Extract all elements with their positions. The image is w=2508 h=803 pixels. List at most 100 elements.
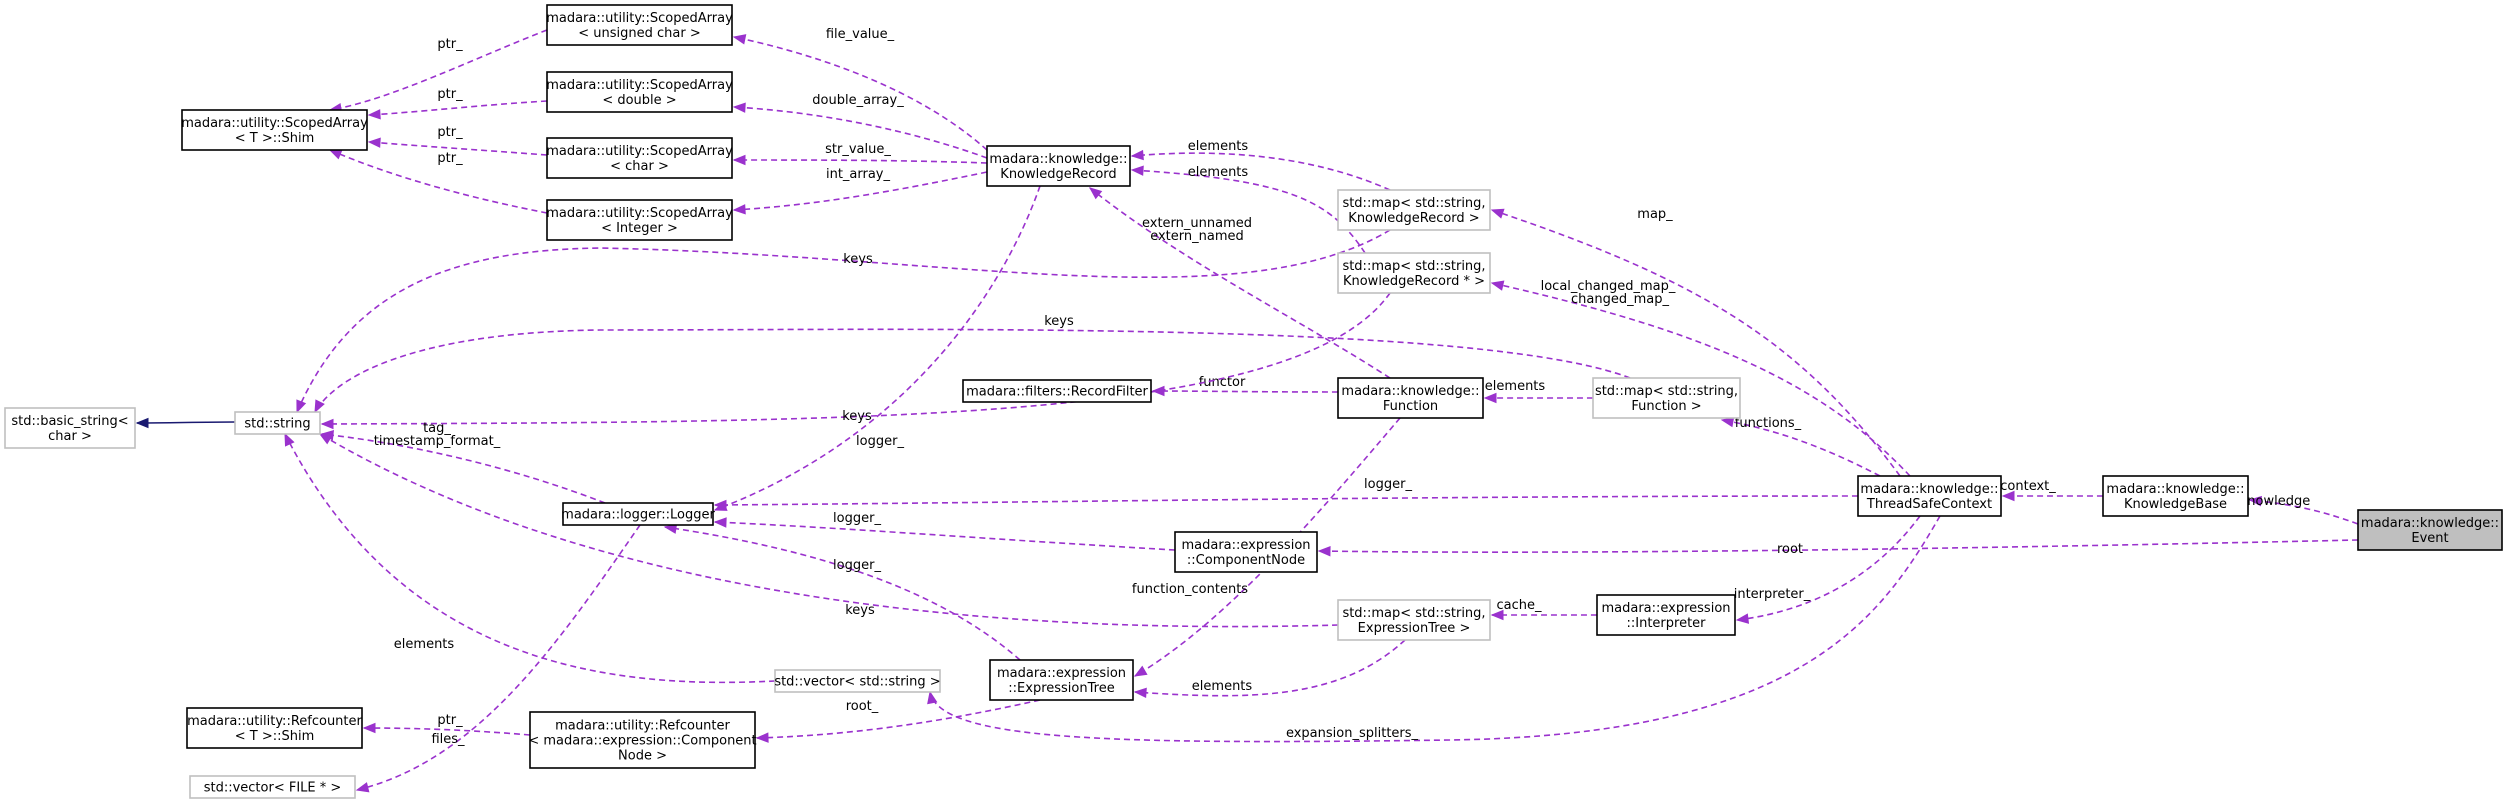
node-sa-integer[interactable]: madara::utility::ScopedArray< Integer > [546,199,733,241]
node-interpreter[interactable]: madara::expression::Interpreter [1596,594,1736,636]
edge-label: elements [1188,165,1249,180]
edge-label: functions_ [1735,416,1802,431]
node-vector-string: std::vector< std::string > [774,669,941,693]
node-label: madara::expression [997,666,1126,681]
node-sa-shim[interactable]: madara::utility::ScopedArray< T >::Shim [181,109,368,151]
node-label: madara::knowledge:: [2361,516,2499,531]
node-refcounter-shim[interactable]: madara::utility::Refcounter< T >::Shim [186,707,363,749]
node-component-node[interactable]: madara::expression::ComponentNode [1174,531,1318,573]
edge-label: interpreter_ [1734,587,1811,602]
node-label: KnowledgeRecord * > [1343,274,1485,289]
edge-label: keys [845,603,875,618]
node-refcounter-cn[interactable]: madara::utility::Refcounter< madara::exp… [528,711,757,769]
edge-map: map_ [1490,207,1901,477]
node-label: std::vector< std::string > [774,675,940,690]
node-sa-uchar[interactable]: madara::utility::ScopedArray< unsigned c… [546,4,733,46]
node-sa-double[interactable]: madara::utility::ScopedArray< double > [546,71,733,113]
edge-keys-et: keys [318,433,1339,628]
edge-elements-et: elements [1133,639,1406,699]
node-knowledge-base[interactable]: madara::knowledge::KnowledgeBase [2102,475,2249,517]
edge-label: keys [842,409,872,424]
edge-logger-kr: logger_ [713,185,1041,511]
node-label: Function [1383,399,1438,414]
node-map-expr-tree: std::map< std::string,ExpressionTree > [1337,599,1491,641]
node-sa-char[interactable]: madara::utility::ScopedArray< char > [546,137,733,179]
node-label: madara::knowledge:: [1860,482,1998,497]
edge-ptr-double: ptr_ [367,87,548,120]
node-record-filter[interactable]: madara::filters::RecordFilter [962,379,1152,403]
edge-label: files_ [431,732,465,747]
edge-label: context_ [2000,479,2056,494]
node-label: madara::logger::Logger [561,508,715,523]
edge-label: elements [1192,679,1253,694]
node-label: KnowledgeBase [2124,497,2227,512]
node-event[interactable]: madara::knowledge::Event [2357,509,2503,551]
edge-root: root [1317,539,2359,557]
edge-label: elements [1188,139,1249,154]
edge-tag: tag_timestamp_format_ [320,421,606,504]
node-label: madara::utility::Refcounter [555,719,730,734]
node-label: char > [48,429,92,444]
edge-label: local_changed_map_ [1541,279,1676,294]
node-thread-safe-context[interactable]: madara::knowledge::ThreadSafeContext [1857,475,2002,517]
node-function[interactable]: madara::knowledge::Function [1337,377,1484,419]
node-label: ::Interpreter [1626,616,1706,631]
node-label: < char > [610,159,669,174]
edge-knowledge: knowledge [2240,494,2359,525]
node-label: madara::utility::ScopedArray [546,78,733,93]
edge-int-array: int_array_ [732,167,988,215]
edge-label: logger_ [833,558,881,573]
edge-context: context_ [2000,479,2103,502]
node-label: madara::expression [1181,538,1310,553]
node-label: < Integer > [601,221,678,236]
edge-label: knowledge [2240,494,2310,509]
node-label: madara::utility::ScopedArray [546,144,733,159]
node-label: madara::utility::ScopedArray [546,11,733,26]
edge-label: timestamp_format_ [374,434,501,449]
node-label: ExpressionTree > [1358,621,1471,636]
edge-label: int_array_ [826,167,891,182]
edge-label: map_ [1637,207,1673,222]
edge-local-changed-map: local_changed_map_changed_map_ [1490,279,1911,477]
edge-label: root_ [846,699,879,714]
edge-elements-vs: elements [284,432,776,684]
edge-label: changed_map_ [1571,292,1669,307]
node-label: < madara::expression::Component [528,734,756,749]
edge-keys-krp: keys [320,292,1391,430]
edge-label: ptr_ [437,151,463,166]
node-expression-tree[interactable]: madara::expression::ExpressionTree [989,659,1134,701]
edge-label: root [1777,542,1803,557]
edge-elements-krp: elements [1130,165,1366,254]
edge-ptr-char: ptr_ [367,125,548,156]
edge-label: extern_unnamed [1142,216,1252,231]
node-label: ::ExpressionTree [1008,681,1114,696]
edge-functor: functor [1151,375,1339,397]
diagram-edges: knowledge context_root map_ local_changed_m… [135,27,2359,793]
diagram-nodes: madara::knowledge::Eventmadara::knowledg… [4,4,2503,799]
node-label: std::vector< FILE * > [204,781,342,796]
node-knowledge-record[interactable]: madara::knowledge::KnowledgeRecord [986,145,1131,187]
edge-label: ptr_ [437,713,463,728]
edge-label: elements [394,637,455,652]
edge-file-value: file_value_ [732,27,988,151]
edge-label: functor [1199,375,1246,390]
edge-expansion-splitters: expansion_splitters_ [927,515,1941,743]
node-label: madara::utility::ScopedArray [546,206,733,221]
node-label: ::ComponentNode [1187,553,1305,568]
node-std-string: std::string [234,411,321,435]
edge-double-array: double_array_ [732,93,988,159]
edge-label: elements [1485,379,1546,394]
edge-label: ptr_ [437,87,463,102]
node-label: std::map< std::string, [1342,606,1485,621]
edge-elements-fn: elements [1483,379,1593,404]
node-label: std::map< std::string, [1342,196,1485,211]
node-logger[interactable]: madara::logger::Logger [561,502,715,526]
node-vector-file: std::vector< FILE * > [189,775,356,799]
edge-interpreter: interpreter_ [1734,515,1921,624]
edge-inheritance [135,417,236,429]
node-label: madara::knowledge:: [2106,482,2244,497]
node-label: Event [2411,531,2448,546]
edge-str-value: str_value_ [732,142,988,166]
